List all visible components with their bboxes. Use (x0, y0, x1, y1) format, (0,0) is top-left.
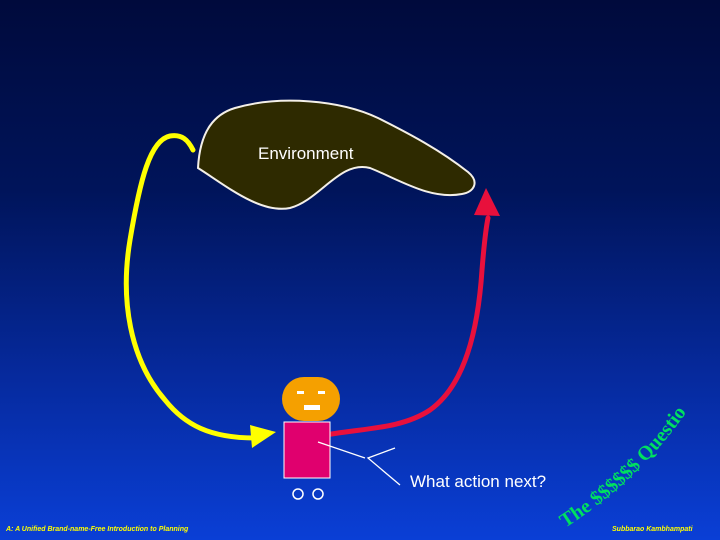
agent-wheel-left (292, 488, 304, 500)
agent-eye-right (318, 391, 325, 394)
environment-label: Environment (258, 144, 354, 163)
perception-arc (123, 133, 258, 441)
curved-question-text: The $$$$$$ Question (0, 0, 691, 532)
footer-title: A: A Unified Brand-name-Free Introductio… (6, 526, 189, 533)
agent-mouth (304, 405, 320, 410)
agent-arm (317, 441, 366, 459)
question-callout (366, 447, 401, 486)
curved-question-textpath: The $$$$$$ Question (0, 0, 691, 532)
perception-arrowhead (250, 425, 276, 448)
footer-author: Subbarao Kambhampati (612, 526, 693, 533)
action-arc (317, 215, 491, 439)
agent-eye-left (297, 391, 304, 394)
agent-body (283, 421, 331, 479)
environment-blob (196, 99, 476, 210)
agent-wheel-right (312, 488, 324, 500)
agent-figure (282, 377, 366, 500)
agent-head (282, 377, 340, 421)
question-text: What action next? (410, 472, 547, 491)
action-arrowhead (474, 188, 500, 216)
